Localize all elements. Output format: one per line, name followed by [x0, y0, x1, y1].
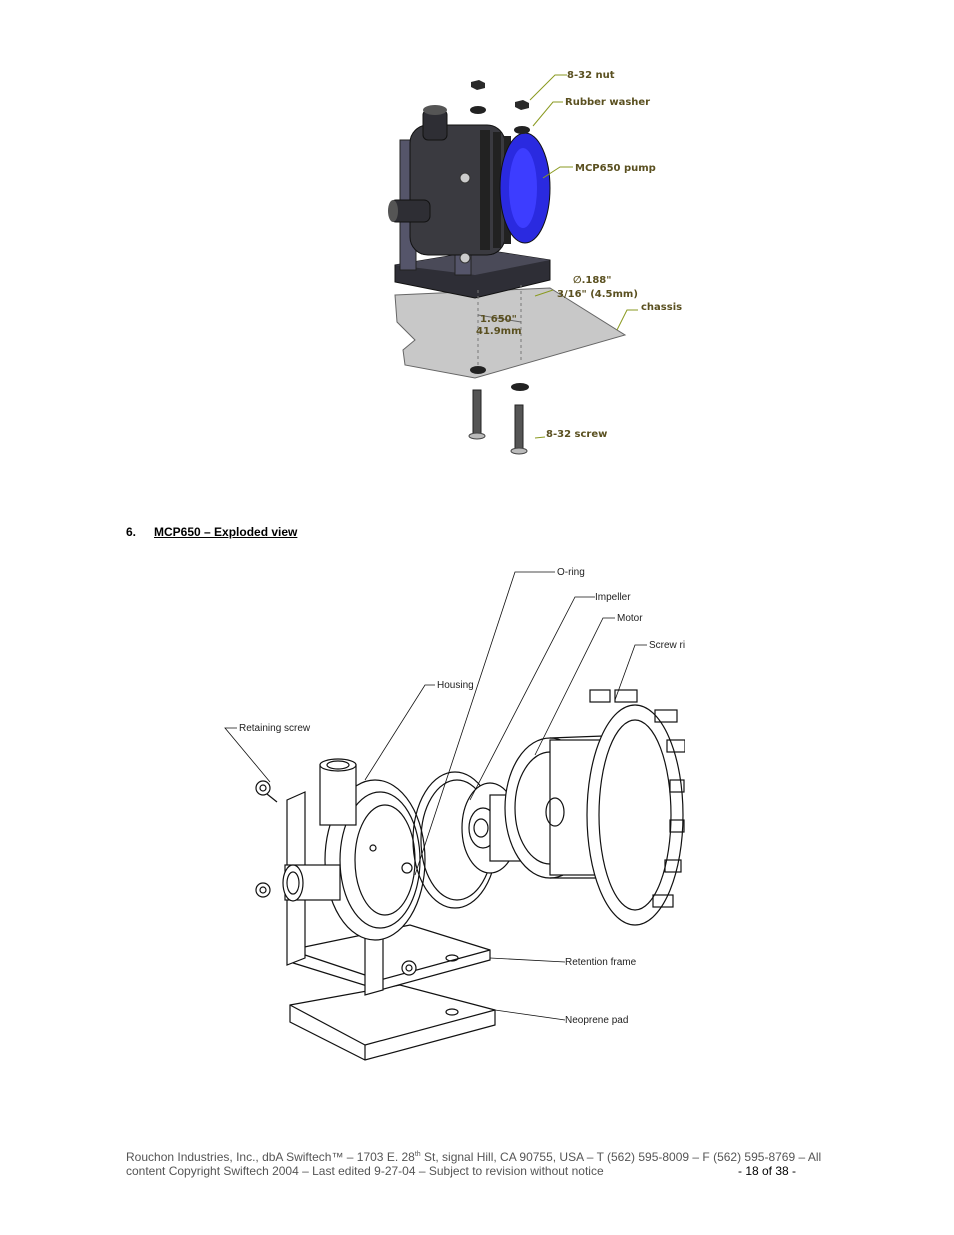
footer-line-1: Rouchon Industries, Inc., dbA Swiftech™ …: [126, 1150, 822, 1164]
label-oring: O-ring: [557, 567, 585, 578]
pump-mounting-diagram: 8-32 nut Rubber washer MCP650 pump ∅.188…: [388, 70, 682, 455]
label-retention-frame: Retention frame: [565, 957, 637, 968]
section-title: MCP650 – Exploded view: [154, 525, 298, 539]
label-screwring: Screw ring: [649, 640, 685, 651]
retaining-screw-icon: [255, 780, 278, 803]
page-number: - 18 of 38 -: [738, 1164, 797, 1178]
section-number: 6.: [126, 525, 137, 539]
label-chassis: chassis: [641, 302, 682, 313]
label-retaining-screw: Retaining screw: [239, 723, 311, 734]
label-hole-frac: 3/16" (4.5mm): [557, 289, 638, 300]
exploded-view-diagram: O-ring Impeller Motor Screw ring Housing…: [224, 567, 685, 1061]
label-housing: Housing: [437, 680, 474, 691]
nut-icon: [471, 80, 485, 90]
label-washer: Rubber washer: [565, 97, 650, 108]
label-pump: MCP650 pump: [575, 163, 656, 174]
label-neoprene-pad: Neoprene pad: [565, 1015, 628, 1026]
label-impeller: Impeller: [595, 592, 631, 603]
washer-icon: [470, 106, 486, 114]
pump-body: [409, 124, 506, 256]
label-motor: Motor: [617, 613, 643, 624]
screw-icon: [468, 389, 486, 440]
neoprene-pad: [289, 984, 496, 1061]
label-screw: 8-32 screw: [546, 429, 607, 440]
screw-ring: [586, 704, 684, 926]
section-heading: 6. MCP650 – Exploded view: [126, 525, 297, 539]
footer-line-2: content Copyright Swiftech 2004 – Last e…: [126, 1164, 604, 1178]
label-spacing-in: 1.650": [480, 314, 517, 325]
label-nut: 8-32 nut: [567, 70, 615, 81]
label-spacing-mm: 41.9mm: [476, 326, 522, 337]
chassis-plate: [394, 287, 627, 379]
page-footer: Rouchon Industries, Inc., dbA Swiftech™ …: [126, 1150, 866, 1178]
label-hole-dia: ∅.188": [573, 275, 611, 286]
